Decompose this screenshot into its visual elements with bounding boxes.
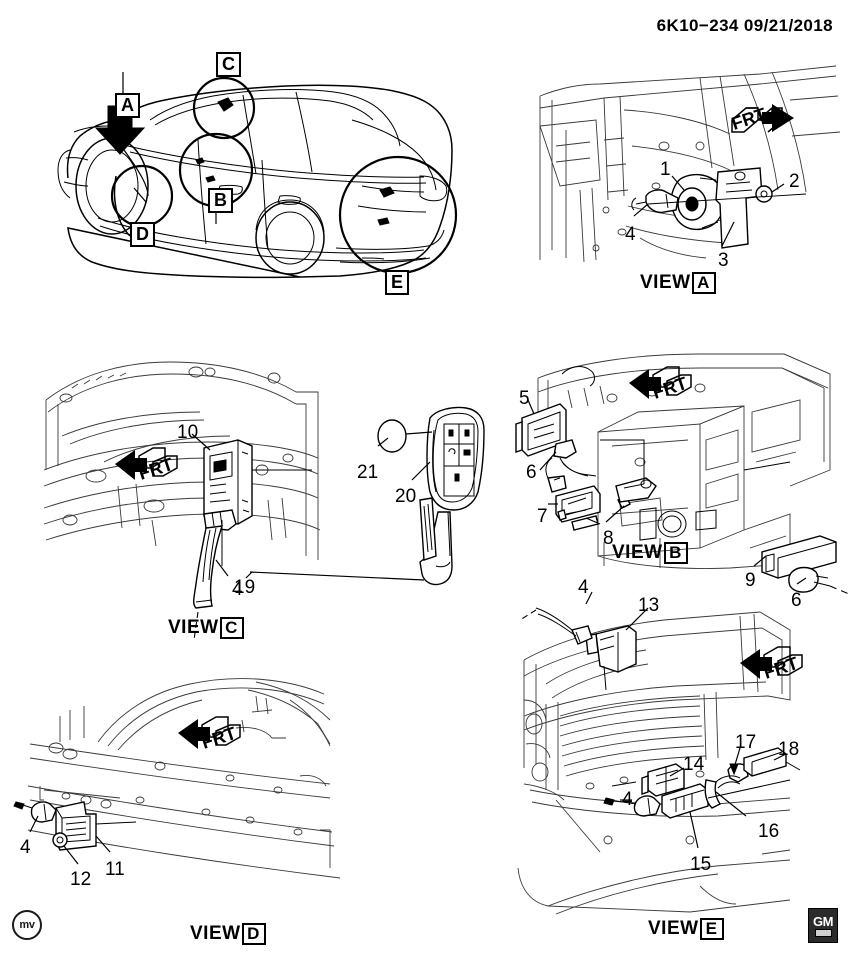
callout-box-c[interactable]: C bbox=[216, 52, 241, 77]
part-5-bracket bbox=[515, 403, 567, 457]
frt-arrow-view-d: FRT bbox=[176, 713, 250, 757]
part-callout-b-7[interactable]: 7 bbox=[537, 506, 548, 527]
part-callout-c-10[interactable]: 10 bbox=[177, 422, 199, 443]
view-label-b: VIEW B bbox=[612, 542, 688, 564]
frt-arrow-view-c: FRT bbox=[113, 444, 187, 488]
part-callout-b-6b[interactable]: 6 bbox=[791, 590, 802, 611]
key-fob-illustration bbox=[245, 406, 485, 586]
part-callout-b-5[interactable]: 5 bbox=[519, 388, 530, 409]
part-callout-e-13[interactable]: 13 bbox=[638, 595, 660, 616]
part-15-sensor bbox=[661, 783, 709, 819]
view-d-illustration bbox=[13, 678, 341, 879]
view-label-e: VIEW E bbox=[648, 918, 724, 940]
part-callout-d-12[interactable]: 12 bbox=[70, 869, 92, 890]
view-a-illustration bbox=[539, 65, 841, 263]
frt-arrow-view-b: FRT bbox=[627, 363, 701, 407]
part-callout-e-17[interactable]: 17 bbox=[735, 732, 757, 753]
view-word-d: VIEW bbox=[190, 923, 241, 944]
part-callout-a-1[interactable]: 1 bbox=[660, 159, 671, 180]
view-e-illustration bbox=[517, 591, 801, 915]
part-4-connector-e bbox=[519, 607, 593, 645]
part-callout-a-3[interactable]: 3 bbox=[718, 250, 729, 271]
part-16-bracket-arm bbox=[704, 775, 741, 809]
part-12-grommet bbox=[52, 832, 68, 848]
callout-box-e[interactable]: E bbox=[385, 270, 410, 295]
part-9-antenna-module bbox=[761, 535, 837, 579]
part-6-connector-upper bbox=[553, 439, 597, 477]
artist-mark-logo: mv bbox=[12, 910, 42, 940]
frt-arrow-view-e: FRT bbox=[738, 643, 812, 687]
view-letter-d: D bbox=[241, 923, 266, 945]
part-callout-e-4[interactable]: 4 bbox=[578, 577, 589, 598]
frt-arrow-view-a: FRT bbox=[728, 98, 802, 142]
view-letter-a: A bbox=[691, 272, 716, 294]
part-callout-e-4b[interactable]: 4 bbox=[622, 789, 633, 810]
view-letter-e: E bbox=[699, 918, 724, 940]
view-c-illustration bbox=[43, 361, 321, 641]
view-b-illustration bbox=[515, 353, 850, 595]
callout-box-a[interactable]: A bbox=[115, 93, 140, 118]
part-callout-e-16[interactable]: 16 bbox=[758, 821, 780, 842]
part-4-harness bbox=[193, 509, 237, 609]
part-callout-key-21[interactable]: 21 bbox=[357, 462, 379, 483]
part-callout-e-18[interactable]: 18 bbox=[778, 739, 800, 760]
part-6c-connector bbox=[788, 566, 831, 593]
part-4-connector bbox=[631, 189, 679, 214]
view-word-b: VIEW bbox=[612, 542, 663, 563]
part-7-switch bbox=[555, 485, 601, 531]
part-callout-key-20[interactable]: 20 bbox=[395, 486, 417, 507]
view-letter-b: B bbox=[663, 542, 688, 564]
view-word-e: VIEW bbox=[648, 918, 699, 939]
part-callout-d-4[interactable]: 4 bbox=[20, 837, 31, 858]
part-1-siren bbox=[670, 173, 725, 231]
part-callout-a-2[interactable]: 2 bbox=[789, 171, 800, 192]
gm-logo-text: GM bbox=[813, 913, 833, 929]
gm-logo: GM bbox=[808, 908, 838, 943]
part-callout-c-4[interactable]: 4 bbox=[232, 579, 243, 600]
part-callout-e-15[interactable]: 15 bbox=[690, 854, 712, 875]
document-header: 6K10−234 09/21/2018 bbox=[656, 16, 833, 35]
view-label-c: VIEW C bbox=[168, 617, 244, 639]
part-callout-b-8[interactable]: 8 bbox=[603, 528, 614, 549]
part-4-connector-d bbox=[13, 801, 57, 823]
part-14-bracket bbox=[641, 763, 685, 797]
part-18-sensor bbox=[743, 747, 787, 777]
view-letter-c: C bbox=[219, 617, 244, 639]
part-3-bracket bbox=[715, 167, 763, 249]
part-6b-connector bbox=[545, 457, 567, 493]
view-label-a: VIEW A bbox=[640, 272, 716, 294]
part-callout-key-19[interactable]: 19 bbox=[234, 577, 256, 598]
part-callout-b-6[interactable]: 6 bbox=[526, 462, 537, 483]
part-callout-a-4[interactable]: 4 bbox=[625, 224, 636, 245]
view-word-a: VIEW bbox=[640, 272, 691, 293]
part-13-module bbox=[585, 625, 637, 691]
view-label-d: VIEW D bbox=[190, 923, 266, 945]
part-2-nut bbox=[755, 185, 773, 203]
gm-logo-bar bbox=[814, 928, 832, 937]
callout-box-b[interactable]: B bbox=[208, 188, 233, 213]
part-callout-e-14[interactable]: 14 bbox=[683, 754, 705, 775]
callout-box-d[interactable]: D bbox=[130, 222, 155, 247]
part-callout-d-11[interactable]: 11 bbox=[105, 859, 125, 880]
part-callout-b-9[interactable]: 9 bbox=[745, 570, 756, 591]
part-4-connector-e2 bbox=[603, 795, 661, 817]
view-word-c: VIEW bbox=[168, 617, 219, 638]
